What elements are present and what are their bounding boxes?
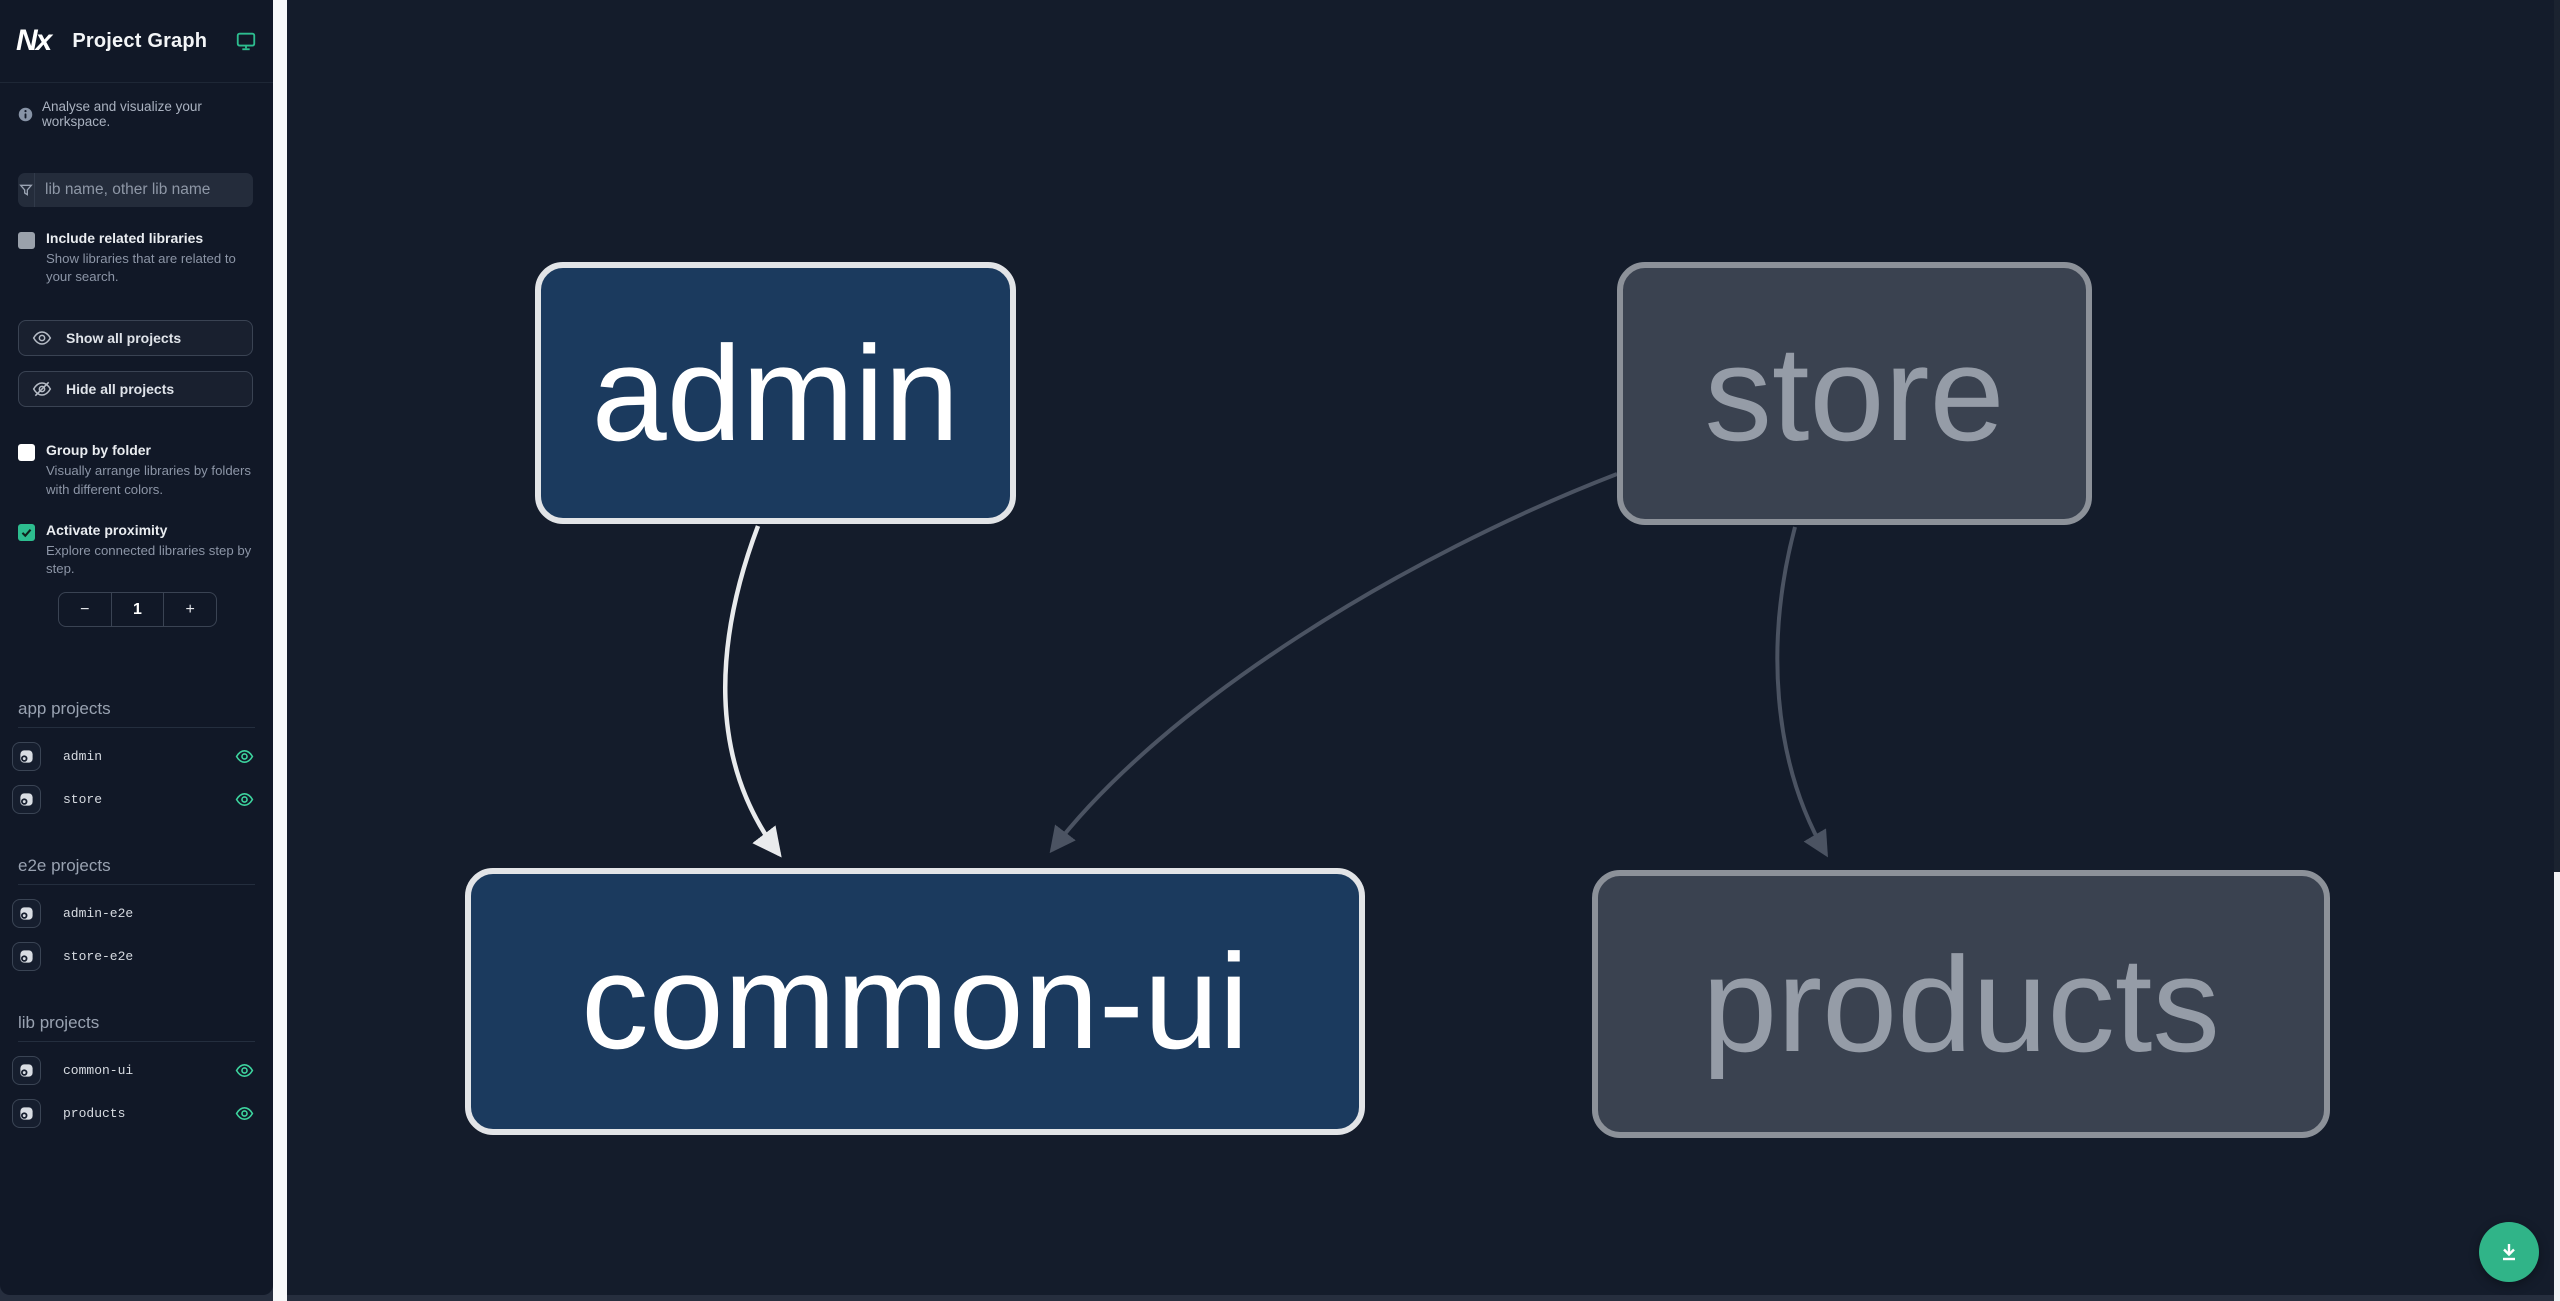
project-visibility-eye-icon[interactable] [235, 747, 254, 766]
project-visibility-eye-icon[interactable] [235, 790, 254, 809]
project-visibility-eye-icon[interactable] [235, 1061, 254, 1080]
graph-canvas[interactable]: admin store common-ui products [287, 0, 2560, 1295]
activate-proximity-checkbox[interactable] [18, 523, 35, 541]
show-all-projects-label: Show all projects [66, 330, 182, 347]
eye-icon [32, 328, 52, 348]
project-name: admin [63, 749, 103, 765]
info-icon [18, 107, 33, 122]
project-name: store-e2e [63, 949, 134, 965]
tagline-row: Analyse and visualize your workspace. [0, 99, 273, 129]
project-row-products: products [12, 1099, 273, 1129]
project-row-store-e2e: store-e2e [12, 942, 273, 972]
download-icon [2497, 1240, 2521, 1264]
section-lib-projects: lib projects common-ui [0, 1013, 273, 1129]
sidebar-header: Nx Project Graph [0, 0, 273, 83]
group-by-folder-filter[interactable]: Group by folder Visually arrange librari… [0, 442, 273, 498]
vertical-scrollbar-thumb[interactable] [2554, 0, 2560, 872]
show-all-projects-button[interactable]: Show all projects [18, 320, 253, 357]
activate-proximity-desc: Explore connected libraries step by step… [46, 542, 252, 577]
node-label: common-ui [581, 926, 1249, 1077]
graph-node-admin[interactable]: admin [535, 262, 1016, 524]
edge-store-to-products [1775, 526, 1828, 858]
focus-project-button[interactable] [12, 899, 41, 929]
project-row-store: store [12, 785, 273, 815]
activate-proximity-label: Activate proximity [46, 521, 168, 538]
section-title: lib projects [18, 1013, 255, 1043]
project-row-admin: admin [12, 742, 273, 772]
focus-project-button[interactable] [12, 785, 41, 815]
graph-node-store[interactable]: store [1617, 262, 2092, 525]
graph-node-products[interactable]: products [1592, 870, 2330, 1138]
group-by-folder-label: Group by folder [46, 442, 151, 459]
focus-project-button[interactable] [12, 1056, 41, 1086]
include-related-filter[interactable]: Include related libraries Show libraries… [0, 230, 273, 286]
project-name: admin-e2e [63, 906, 134, 922]
include-related-desc: Show libraries that are related to your … [46, 251, 236, 285]
eye-off-icon [32, 379, 52, 399]
project-name: common-ui [63, 1063, 134, 1079]
project-name: store [63, 792, 103, 808]
hide-all-projects-label: Hide all projects [66, 381, 175, 398]
nx-logo-icon: Nx [16, 24, 52, 57]
sidebar-resizer[interactable] [273, 0, 287, 1301]
project-row-common-ui: common-ui [12, 1056, 273, 1086]
app-title: Project Graph [72, 29, 208, 52]
tagline-text: Analyse and visualize your workspace. [42, 99, 202, 129]
edge-store-to-common-ui [1049, 472, 1618, 854]
node-label: admin [591, 317, 960, 469]
section-app-projects: app projects admin [0, 699, 273, 815]
proximity-decrement-button[interactable]: − [80, 600, 90, 618]
project-name: products [63, 1106, 126, 1122]
graph-edges [722, 472, 1828, 858]
section-title: e2e projects [18, 856, 255, 886]
monitor-icon[interactable] [235, 30, 257, 52]
search-box [18, 173, 253, 207]
group-by-folder-checkbox[interactable] [18, 444, 35, 462]
proximity-value[interactable]: 1 [110, 593, 165, 627]
include-related-label: Include related libraries [46, 230, 204, 246]
proximity-stepper: − 1 + [58, 592, 217, 628]
edge-admin-to-common-ui [722, 525, 782, 858]
section-e2e-projects: e2e projects admin-e2e [0, 856, 273, 972]
hide-all-projects-button[interactable]: Hide all projects [18, 371, 253, 408]
node-label: products [1702, 928, 2220, 1080]
node-label: store [1704, 318, 2005, 469]
proximity-increment-button[interactable]: + [185, 600, 195, 618]
search-input[interactable] [35, 181, 253, 199]
group-by-folder-desc: Visually arrange libraries by folders wi… [46, 463, 251, 497]
sidebar: Nx Project Graph Analyse and visualize y… [0, 0, 273, 1295]
focus-project-button[interactable] [12, 942, 41, 972]
graph-node-common-ui[interactable]: common-ui [465, 868, 1365, 1135]
filter-funnel-icon [18, 173, 35, 207]
section-title: app projects [18, 699, 255, 729]
focus-project-button[interactable] [12, 1099, 41, 1129]
project-row-admin-e2e: admin-e2e [12, 899, 273, 929]
activate-proximity-filter[interactable]: Activate proximity Explore connected lib… [0, 522, 273, 578]
download-image-button[interactable] [2479, 1222, 2539, 1282]
focus-project-button[interactable] [12, 742, 41, 772]
include-related-checkbox[interactable] [18, 232, 35, 249]
project-visibility-eye-icon[interactable] [235, 1104, 254, 1123]
